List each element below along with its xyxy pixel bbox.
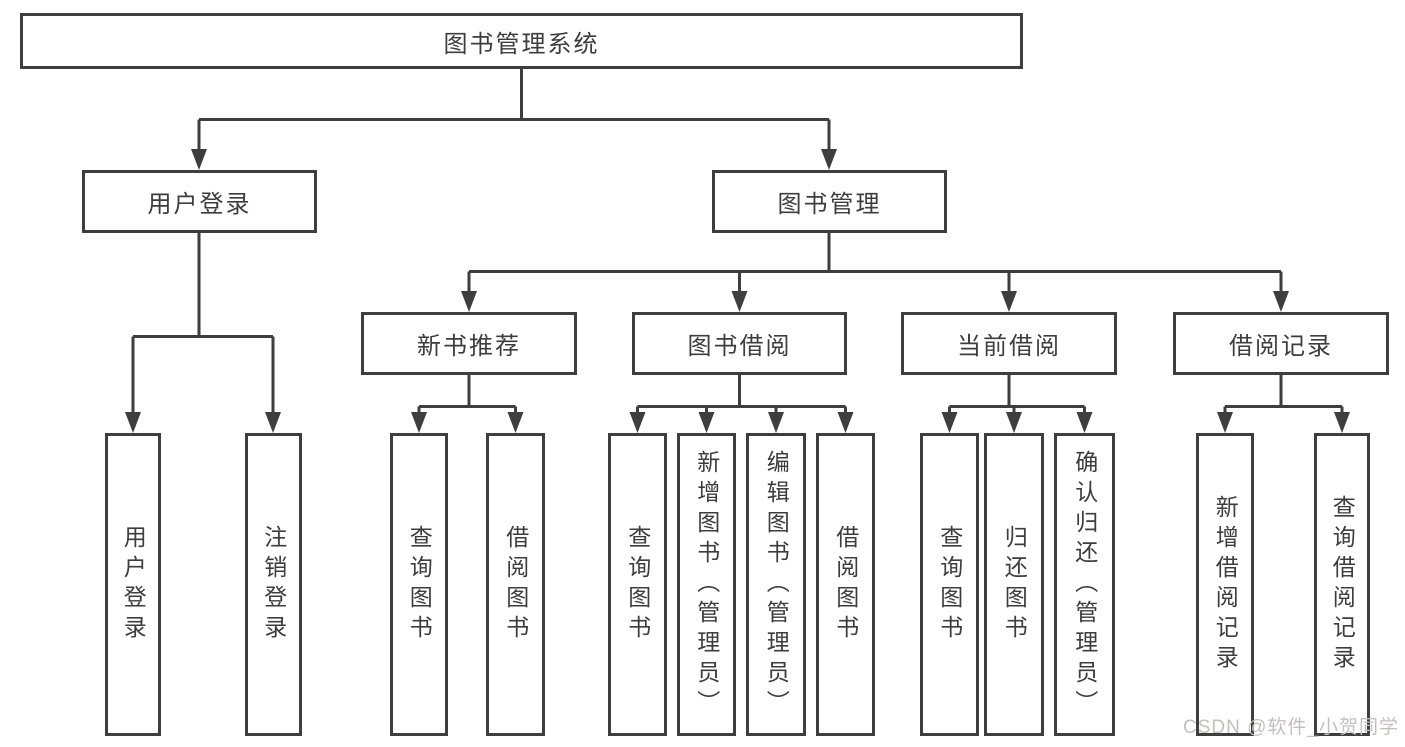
leaf-recommend-query-books-label: 查询图书 <box>406 524 433 645</box>
node-user-login-label: 用户登录 <box>147 191 252 218</box>
leaf-current-return-books: 归还图书 <box>984 433 1044 736</box>
node-borrow-records-label: 借阅记录 <box>1229 333 1333 360</box>
leaf-logout: 注销登录 <box>245 433 302 736</box>
node-root-system: 图书管理系统 <box>20 13 1023 69</box>
leaf-borrow-add-books-admin-label: 新增图书（管理员） <box>693 449 720 720</box>
leaf-recommend-borrow-books: 借阅图书 <box>486 433 545 736</box>
connector-records-to-leaves <box>1217 375 1350 433</box>
node-book-borrow: 图书借阅 <box>632 312 847 375</box>
leaf-current-query-books-label: 查询图书 <box>936 524 963 645</box>
leaf-records-add-record: 新增借阅记录 <box>1196 433 1254 736</box>
leaf-current-confirm-return-admin-label: 确认归还（管理员） <box>1071 449 1098 720</box>
leaf-borrow-edit-books-admin-label: 编辑图书（管理员） <box>763 449 790 720</box>
connector-recommend-to-leaves <box>411 375 524 433</box>
leaf-user-login-label: 用户登录 <box>120 524 147 645</box>
node-current-borrow: 当前借阅 <box>901 312 1117 375</box>
connector-bookborrow-to-leaves <box>629 375 854 433</box>
leaf-current-confirm-return-admin: 确认归还（管理员） <box>1054 433 1115 736</box>
leaf-borrow-borrow-books-label: 借阅图书 <box>832 524 859 645</box>
leaf-current-return-books-label: 归还图书 <box>1001 524 1028 645</box>
node-book-borrow-label: 图书借阅 <box>687 333 792 360</box>
leaf-borrow-add-books-admin: 新增图书（管理员） <box>677 433 736 736</box>
leaf-borrow-borrow-books: 借阅图书 <box>816 433 875 736</box>
leaf-borrow-edit-books-admin: 编辑图书（管理员） <box>746 433 806 736</box>
node-book-management: 图书管理 <box>712 170 947 233</box>
node-new-book-recommend-label: 新书推荐 <box>417 333 521 360</box>
leaf-records-query-record: 查询借阅记录 <box>1314 433 1370 736</box>
node-new-book-recommend: 新书推荐 <box>361 312 577 375</box>
connector-userlogin-to-leaves <box>125 233 281 433</box>
leaf-records-query-record-label: 查询借阅记录 <box>1329 494 1356 675</box>
leaf-borrow-query-books-label: 查询图书 <box>624 524 651 645</box>
node-user-login: 用户登录 <box>82 170 317 233</box>
leaf-current-query-books: 查询图书 <box>920 433 979 736</box>
node-borrow-records: 借阅记录 <box>1173 312 1389 375</box>
connector-root-to-level2 <box>191 69 837 170</box>
csdn-watermark: CSDN @软件_小贺同学 <box>1183 717 1399 738</box>
leaf-logout-label: 注销登录 <box>260 524 287 645</box>
connector-currentborrow-to-leaves <box>941 375 1093 433</box>
leaf-recommend-borrow-books-label: 借阅图书 <box>502 524 529 645</box>
connector-bookmgmt-to-level3 <box>461 233 1289 312</box>
leaf-records-add-record-label: 新增借阅记录 <box>1212 494 1239 675</box>
leaf-borrow-query-books: 查询图书 <box>608 433 667 736</box>
node-current-borrow-label: 当前借阅 <box>957 333 1061 360</box>
node-book-management-label: 图书管理 <box>777 191 882 218</box>
node-root-system-label: 图书管理系统 <box>443 30 600 58</box>
leaf-recommend-query-books: 查询图书 <box>390 433 448 736</box>
leaf-user-login: 用户登录 <box>105 433 161 736</box>
